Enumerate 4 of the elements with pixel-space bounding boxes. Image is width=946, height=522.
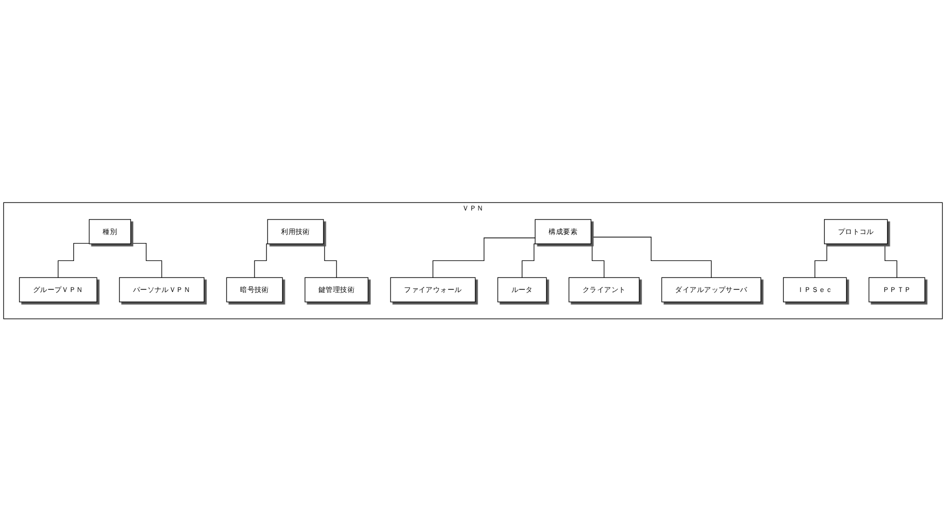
connector bbox=[130, 243, 162, 278]
connector bbox=[432, 238, 536, 278]
connector bbox=[58, 243, 90, 278]
connector bbox=[590, 237, 712, 278]
